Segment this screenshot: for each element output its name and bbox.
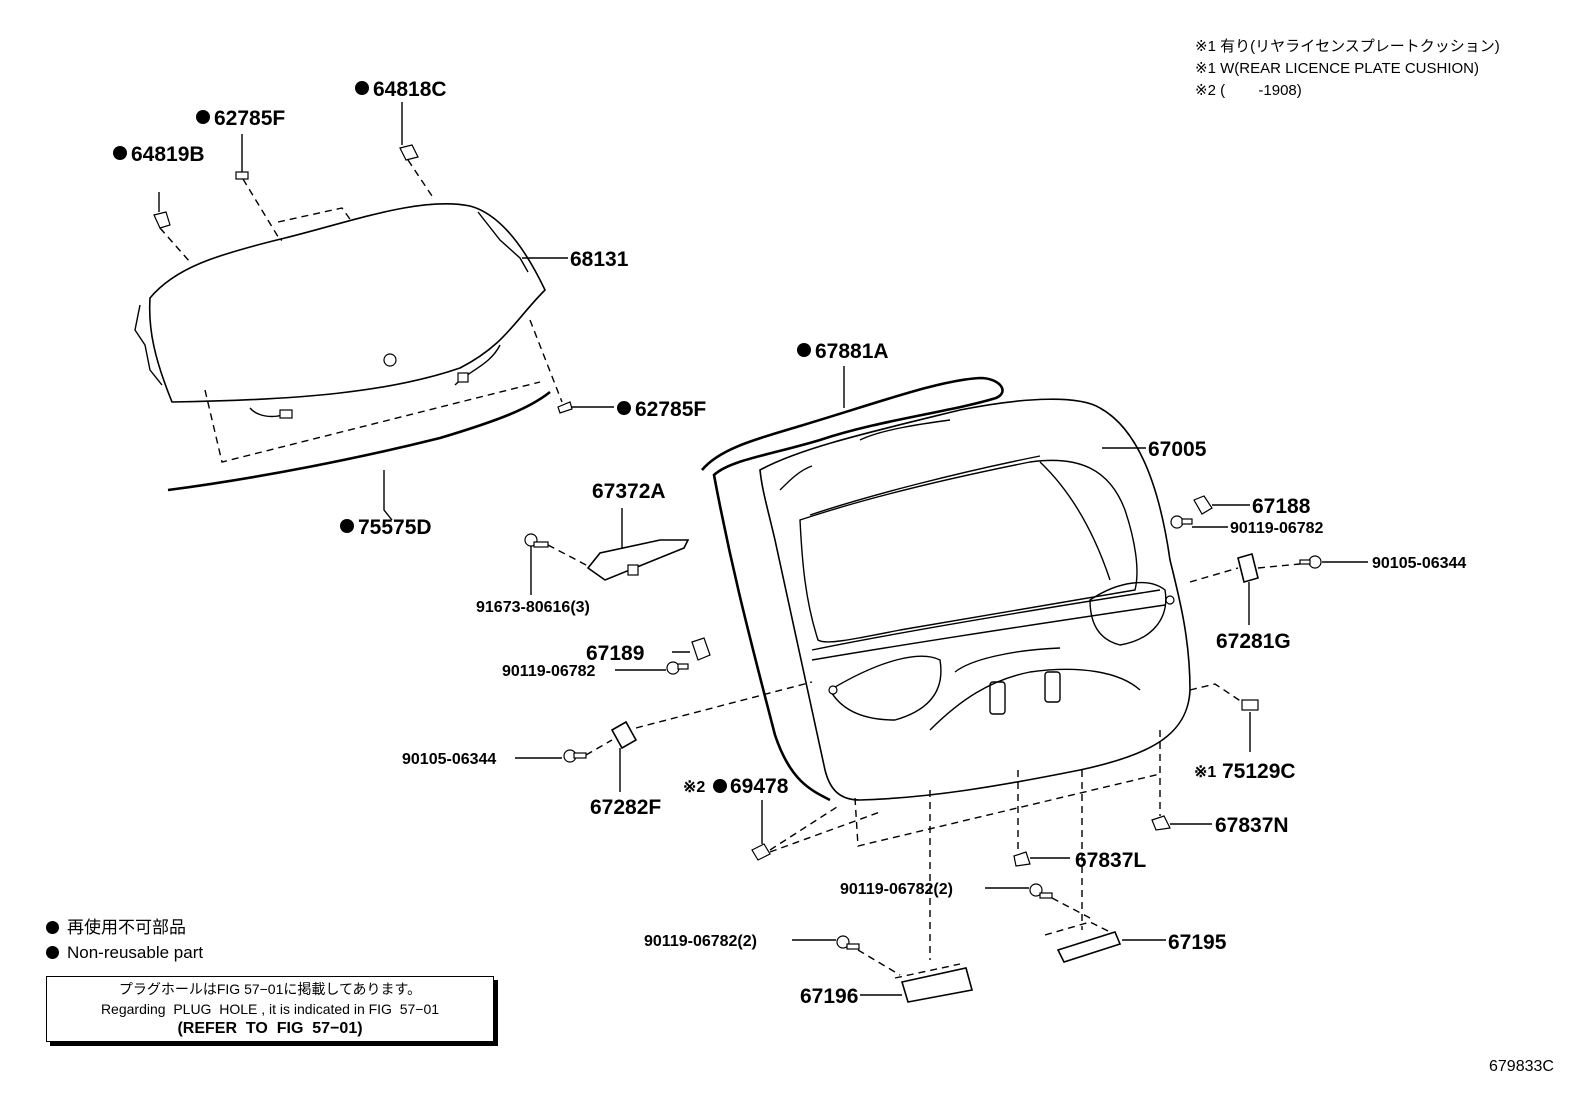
label-90119-lower-left: 90119-06782(2) [644, 933, 757, 950]
nonreusable-dot [196, 110, 210, 124]
label-64819B: 64819B [131, 143, 205, 166]
note-line-2: ※1 W(REAR LICENCE PLATE CUSHION) [1195, 60, 1479, 77]
label-69478-prefix: ※2 [683, 779, 705, 796]
nonreusable-dot [713, 779, 727, 793]
illustration-code: 679833C [1489, 1058, 1554, 1075]
note-line-1: ※1 有り(リヤライセンスプレートクッション) [1195, 38, 1500, 55]
striker-67281G [1237, 553, 1259, 583]
bolt-90119-lower-left [836, 935, 860, 950]
clip-67837N [1151, 815, 1171, 831]
reference-box: プラグホールはFIG 57−01に掲載してあります。 Regarding PLU… [46, 976, 494, 1042]
label-67881A: 67881A [815, 340, 889, 363]
cushion-75129C [1241, 699, 1259, 711]
label-75129C-prefix: ※1 [1194, 764, 1216, 781]
clip-62785F-top [235, 171, 249, 180]
bracket-67195 [1056, 931, 1122, 963]
label-91673: 91673-80616(3) [476, 599, 590, 616]
clip-69478 [751, 843, 771, 861]
rear-window-glass [134, 202, 546, 419]
nonreusable-dot [113, 146, 127, 160]
label-67195: 67195 [1168, 931, 1227, 954]
label-68131: 68131 [570, 248, 629, 271]
label-67282F: 67282F [590, 796, 661, 819]
label-62785F-top: 62785F [214, 107, 285, 130]
legend-row-jp: 再使用不可部品 [46, 915, 203, 940]
label-67005: 67005 [1148, 438, 1207, 461]
bolt-90119-left [666, 661, 689, 675]
bolt-90119-lower-right [1029, 883, 1053, 899]
refbox-line-3: (REFER TO FIG 57−01) [177, 1020, 363, 1037]
bolt-91673 [524, 533, 549, 548]
nonreusable-dot-icon [46, 946, 59, 959]
refbox-line-1: プラグホールはFIG 57−01に掲載してあります。 [118, 981, 422, 997]
nonreusable-dot-icon [46, 921, 59, 934]
back-door-panel [759, 398, 1191, 801]
label-67837L: 67837L [1075, 849, 1146, 872]
label-67188: 67188 [1252, 495, 1311, 518]
bolt-90105-right [1299, 555, 1322, 569]
hinge-67188 [1193, 495, 1213, 515]
bolt-90119-right [1170, 515, 1193, 529]
label-67189: 67189 [586, 642, 644, 665]
label-69478: 69478 [730, 775, 789, 798]
legend-row-en: Non-reusable part [46, 940, 203, 965]
label-75129C: 75129C [1222, 760, 1296, 783]
legend: 再使用不可部品 Non-reusable part [46, 915, 203, 965]
nonreusable-dot [355, 81, 369, 95]
hinge-67189 [691, 637, 711, 661]
refbox-line-2: Regarding PLUG HOLE , it is indicated in… [100, 1001, 440, 1017]
striker-67282F [610, 720, 638, 750]
clip-67837L [1013, 851, 1031, 867]
handle-67372A [586, 539, 690, 581]
label-90119-lower-right: 90119-06782(2) [840, 881, 953, 898]
label-90105-left: 90105-06344 [402, 751, 496, 768]
label-90119-right: 90119-06782 [1230, 520, 1324, 537]
label-67281G: 67281G [1216, 630, 1291, 653]
label-90119-left: 90119-06782 [502, 663, 596, 680]
notes-block: ※1 有り(リヤライセンスプレートクッション) ※1 W(REAR LICENC… [1195, 36, 1500, 102]
weatherstrip-67881A [700, 376, 1004, 802]
bracket-67196 [900, 967, 974, 1003]
label-90105-right: 90105-06344 [1372, 555, 1466, 572]
label-75575D: 75575D [358, 516, 432, 539]
bolt-90105-left [563, 749, 587, 763]
back-door-molding [167, 390, 551, 492]
label-67372A: 67372A [592, 480, 666, 503]
label-62785F-bottom: 62785F [635, 398, 706, 421]
legend-en: Non-reusable part [67, 943, 204, 962]
clip-64818C [399, 144, 419, 161]
label-67196: 67196 [800, 985, 858, 1008]
legend-jp: 再使用不可部品 [67, 918, 186, 937]
clip-64819B [153, 211, 171, 229]
nonreusable-dot [340, 519, 354, 533]
clip-62785F-bottom [557, 401, 573, 414]
label-64818C: 64818C [373, 78, 447, 101]
note-line-3: ※2 ( -1908) [1195, 82, 1302, 99]
nonreusable-dot [617, 401, 631, 415]
nonreusable-dot [797, 343, 811, 357]
label-67837N: 67837N [1215, 814, 1289, 837]
